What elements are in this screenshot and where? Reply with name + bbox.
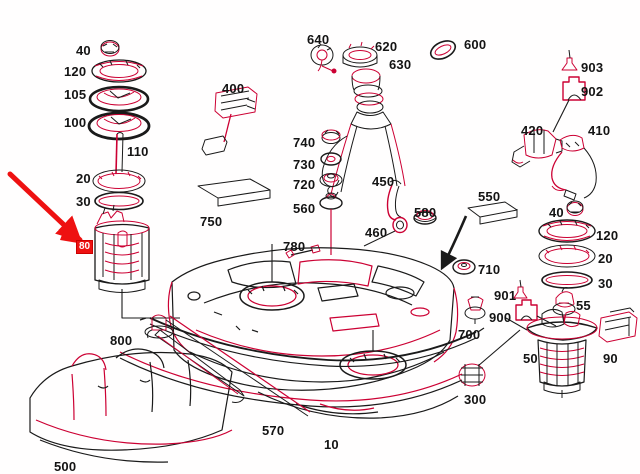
highlight-badge-80[interactable]: 80 <box>76 240 94 254</box>
callout-700: 700 <box>458 327 481 342</box>
part-20-ring-right <box>538 244 596 268</box>
part-630-filler-neck <box>321 68 406 197</box>
callout-500: 500 <box>54 459 77 474</box>
part-730-washer <box>320 152 342 166</box>
callout-800: 800 <box>110 333 133 348</box>
callout-55: 55 <box>576 298 591 313</box>
part-40-nut-left <box>100 40 120 57</box>
callout-600: 600 <box>464 37 487 52</box>
part-901-screw <box>513 279 528 299</box>
callout-30-left: 30 <box>76 194 91 209</box>
callout-710: 710 <box>478 262 501 277</box>
part-50-fuel-pump-right <box>505 308 598 398</box>
callout-720: 720 <box>293 177 316 192</box>
callout-550: 550 <box>478 189 501 204</box>
part-903-screw <box>561 49 578 71</box>
callout-900: 900 <box>489 310 512 325</box>
part-30-oring-left <box>94 191 144 211</box>
callout-105: 105 <box>64 87 87 102</box>
part-570-strap <box>147 329 245 403</box>
part-600-ring <box>429 40 457 60</box>
callout-620: 620 <box>375 39 398 54</box>
callout-50: 50 <box>523 351 538 366</box>
callout-40-left: 40 <box>76 43 91 58</box>
part-700-plug <box>464 296 486 324</box>
part-640-cap <box>310 43 337 74</box>
callout-300: 300 <box>464 392 487 407</box>
callout-120-left: 120 <box>64 64 87 79</box>
callout-30-right: 30 <box>598 276 613 291</box>
part-460-clip <box>363 216 408 247</box>
callout-780: 780 <box>283 239 306 254</box>
part-720-grommet <box>319 173 343 187</box>
callout-450: 450 <box>372 174 395 189</box>
part-120-ring-left <box>91 59 147 83</box>
callout-410: 410 <box>588 123 611 138</box>
part-120-ring-right <box>538 219 596 243</box>
callout-400: 400 <box>222 81 245 96</box>
callout-903: 903 <box>581 60 604 75</box>
tank-opening-left <box>239 244 305 311</box>
callout-100: 100 <box>64 115 87 130</box>
part-90-connector <box>598 307 638 343</box>
callout-20-left: 20 <box>76 171 91 186</box>
callout-110: 110 <box>127 144 149 159</box>
part-902-bracket <box>552 76 586 133</box>
callout-560: 560 <box>293 201 316 216</box>
part-80-fuel-pump-module <box>94 204 180 319</box>
callout-730: 730 <box>293 157 316 172</box>
callout-901: 901 <box>494 288 517 303</box>
callout-570: 570 <box>262 423 285 438</box>
part-110-tube <box>115 132 124 175</box>
callout-580: 580 <box>414 205 437 220</box>
part-100-flange-left <box>87 111 151 141</box>
part-500-heat-shield <box>29 348 233 463</box>
part-580-grommet <box>413 210 437 225</box>
callout-20-right: 20 <box>598 251 613 266</box>
part-710-grommet <box>452 259 476 275</box>
part-900-bracket <box>515 299 557 327</box>
part-740-nut <box>321 129 341 144</box>
callout-90: 90 <box>603 351 618 366</box>
tank-strap-bar <box>165 315 311 417</box>
callout-40-right: 40 <box>549 205 564 220</box>
part-400-level-sender <box>201 86 258 156</box>
part-40-nut-right <box>566 200 584 216</box>
part-55-valve <box>552 287 576 321</box>
callout-10: 10 <box>324 437 339 452</box>
part-410-wiring-harness <box>551 134 597 201</box>
part-780-clamp <box>285 244 321 259</box>
part-620-filler-cap-ring <box>342 41 378 68</box>
callout-420: 420 <box>521 123 544 138</box>
part-10-fuel-tank-body <box>119 244 485 419</box>
part-30-oring-right <box>541 271 593 289</box>
callout-640: 640 <box>307 32 330 47</box>
part-20-ring-left <box>92 169 146 193</box>
part-560-valve <box>319 192 343 255</box>
callout-460: 460 <box>365 225 388 240</box>
part-105-seal-left <box>88 85 150 113</box>
part-450-bracket <box>386 179 402 221</box>
highlight-arrow-head <box>60 224 84 244</box>
callout-750: 750 <box>200 214 223 229</box>
callout-902: 902 <box>581 84 604 99</box>
callout-740: 740 <box>293 135 316 150</box>
callout-630: 630 <box>389 57 412 72</box>
part-550-cover-plate <box>440 201 518 271</box>
part-750-pad <box>197 178 271 207</box>
part-300-pump-bracket <box>458 329 521 387</box>
callout-120-right: 120 <box>596 228 619 243</box>
